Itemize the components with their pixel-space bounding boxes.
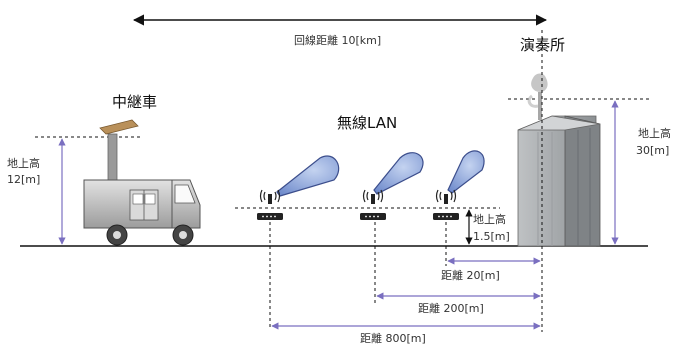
vehicle-height-label-1: 地上高 bbox=[7, 157, 40, 170]
concert-hall-label: 演奏所 bbox=[520, 36, 566, 54]
relay-vehicle-label: 中継車 bbox=[112, 93, 158, 111]
building-height-label-2: 30[m] bbox=[636, 144, 670, 157]
distance-20-label: 距離 20[m] bbox=[441, 269, 500, 282]
beam-3 bbox=[447, 150, 485, 194]
beam-2 bbox=[373, 152, 424, 195]
building-icon bbox=[517, 73, 601, 247]
relay-truck-icon bbox=[83, 119, 201, 246]
wireless-beams bbox=[276, 150, 485, 197]
line-distance-label: 回線距離 10[km] bbox=[294, 34, 382, 47]
beam-1 bbox=[276, 155, 340, 197]
building-height-label-1: 地上高 bbox=[638, 127, 671, 140]
distance-800-label: 距離 800[m] bbox=[360, 332, 426, 345]
device-height-label-1: 地上高 bbox=[473, 213, 506, 226]
vehicle-height-label-2: 12[m] bbox=[7, 173, 41, 186]
distance-200-label: 距離 200[m] bbox=[418, 302, 484, 315]
wireless-lan-label: 無線LAN bbox=[337, 114, 398, 132]
wifi-router-icon bbox=[257, 189, 459, 220]
device-height-label-2: 1.5[m] bbox=[473, 230, 510, 243]
